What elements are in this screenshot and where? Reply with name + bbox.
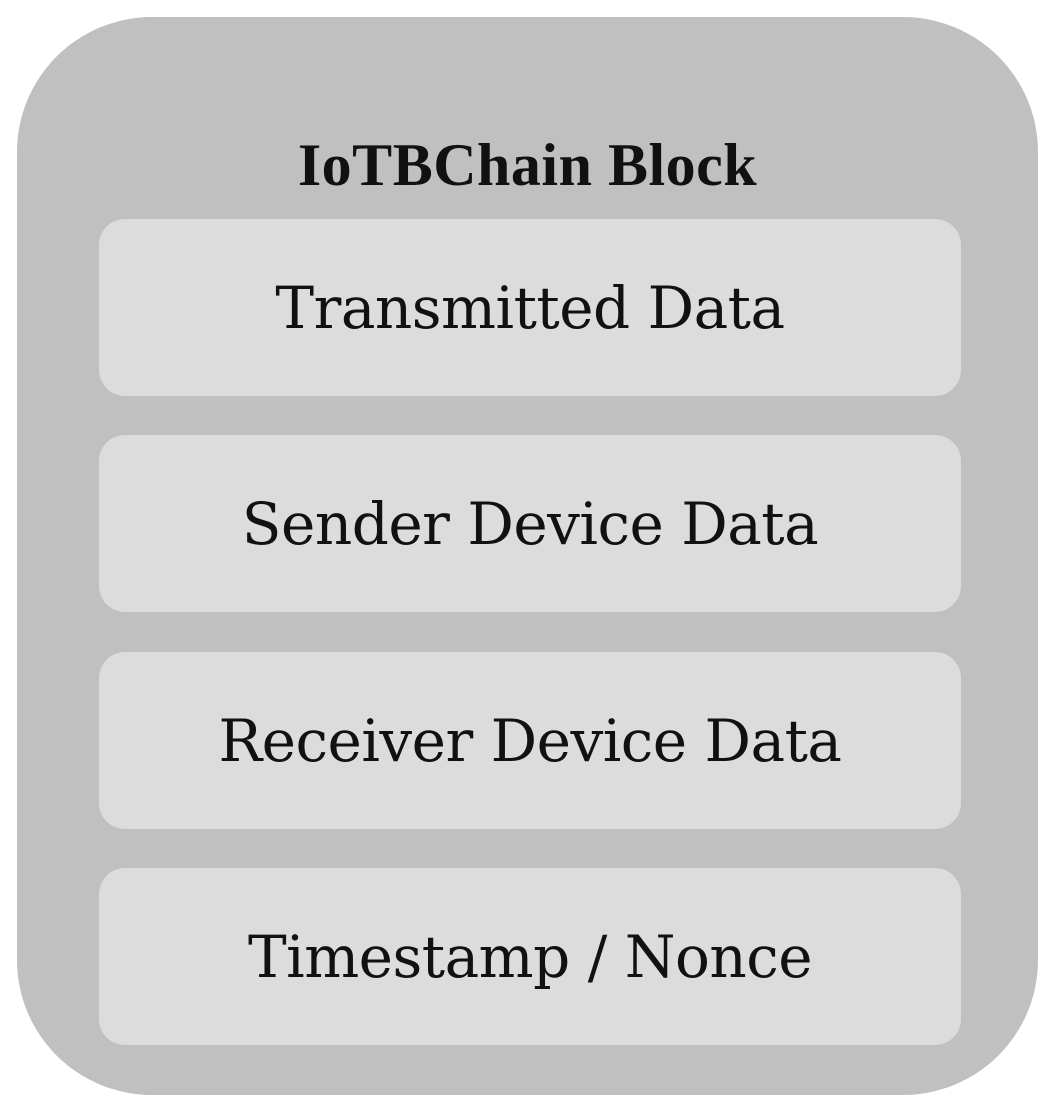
field-timestamp-nonce: Timestamp / Nonce <box>99 868 961 1045</box>
field-label: Transmitted Data <box>275 273 785 342</box>
field-sender-device-data: Sender Device Data <box>99 435 961 612</box>
block-title: IoTBChain Block <box>297 132 758 198</box>
field-label: Timestamp / Nonce <box>247 922 813 991</box>
field-label: Receiver Device Data <box>218 706 842 775</box>
field-label: Sender Device Data <box>241 489 819 558</box>
iotbchain-block-container: IoTBChain Block Transmitted Data Sender … <box>17 17 1038 1095</box>
field-receiver-device-data: Receiver Device Data <box>99 652 961 829</box>
field-transmitted-data: Transmitted Data <box>99 219 961 396</box>
